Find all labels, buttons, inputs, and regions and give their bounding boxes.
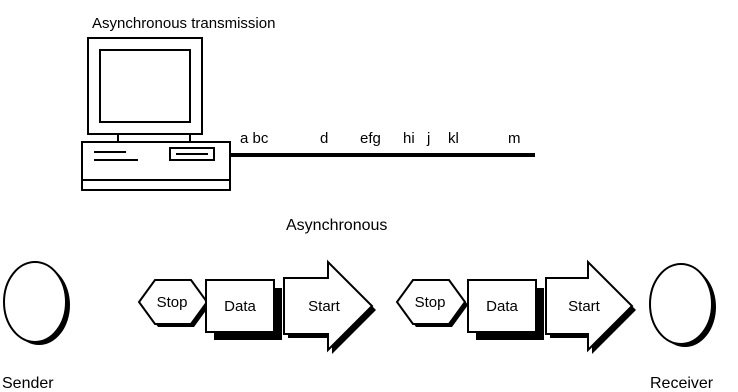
left-start-arrow [283,259,376,354]
line-letters-hi: hi [403,130,415,147]
line-letters-j: j [426,130,430,147]
sender-label: Sender [2,375,54,392]
receiver-label: Receiver [650,375,714,392]
receiver-node [649,263,716,347]
right-stop-label: Stop [415,294,446,311]
line-letters-d: d [320,130,328,147]
left-stop-label: Stop [157,294,188,311]
line-letters-m: m [508,130,521,147]
right-start-arrow [545,259,636,354]
computer-icon [81,37,231,191]
sender-node [3,261,70,345]
right-start-label: Start [568,298,601,315]
line-letters-efg: efg [360,130,381,147]
right-stop-hexagon [395,279,468,327]
left-data-label: Data [224,298,256,315]
line-letters-abc: a bc [240,130,269,147]
right-data-box [467,279,544,340]
diagram-title: Asynchronous transmission [92,15,275,32]
diagram-subtitle: Asynchronous [286,217,387,234]
line-letters-kl: kl [448,130,459,147]
left-data-box [205,279,282,340]
right-data-label: Data [486,298,518,315]
left-start-label: Start [308,298,341,315]
left-stop-hexagon [137,279,210,327]
